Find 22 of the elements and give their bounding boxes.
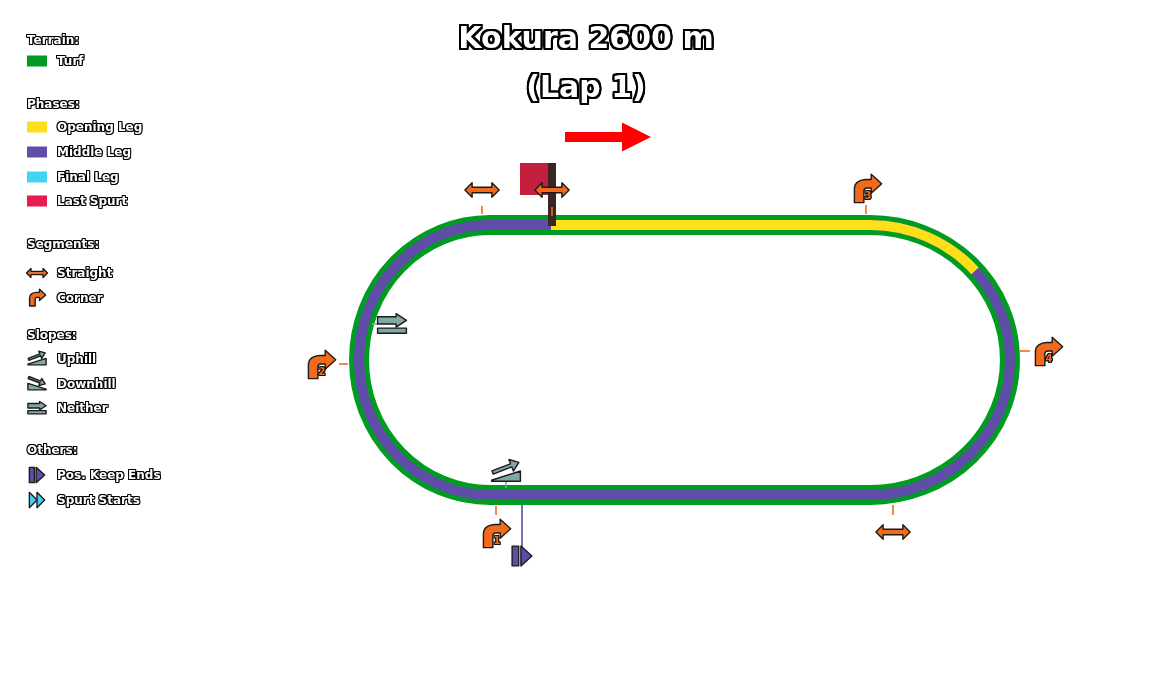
- title: Kokura 2600 m (Lap 1): [457, 19, 715, 107]
- legend-label: Last Spurt: [57, 193, 128, 209]
- corner-number: 3: [864, 189, 872, 201]
- legend-label: Corner: [57, 290, 103, 306]
- legend-heading: Slopes:: [27, 327, 77, 343]
- legend-heading: Segments:: [27, 236, 100, 252]
- legend-label: Final Leg: [57, 169, 119, 185]
- legend-label: Spurt Starts: [57, 492, 140, 508]
- corner-number: 2: [318, 365, 326, 377]
- legend-label: Downhill: [57, 376, 116, 392]
- legend-heading: Others:: [27, 442, 78, 458]
- legend-label: Straight: [57, 265, 113, 281]
- legend-label: Middle Leg: [57, 144, 132, 160]
- legend-label: Uphill: [57, 351, 97, 367]
- legend-label: Turf: [57, 53, 84, 69]
- corner-number: 4: [1045, 352, 1053, 364]
- corner-number: 1: [493, 534, 501, 546]
- legend-label: Opening Leg: [57, 119, 143, 135]
- legend-heading: Terrain:: [27, 32, 80, 48]
- legend-label: Pos. Keep Ends: [57, 467, 161, 483]
- legend-heading: Phases:: [27, 96, 80, 112]
- legend-label: Neither: [57, 400, 108, 416]
